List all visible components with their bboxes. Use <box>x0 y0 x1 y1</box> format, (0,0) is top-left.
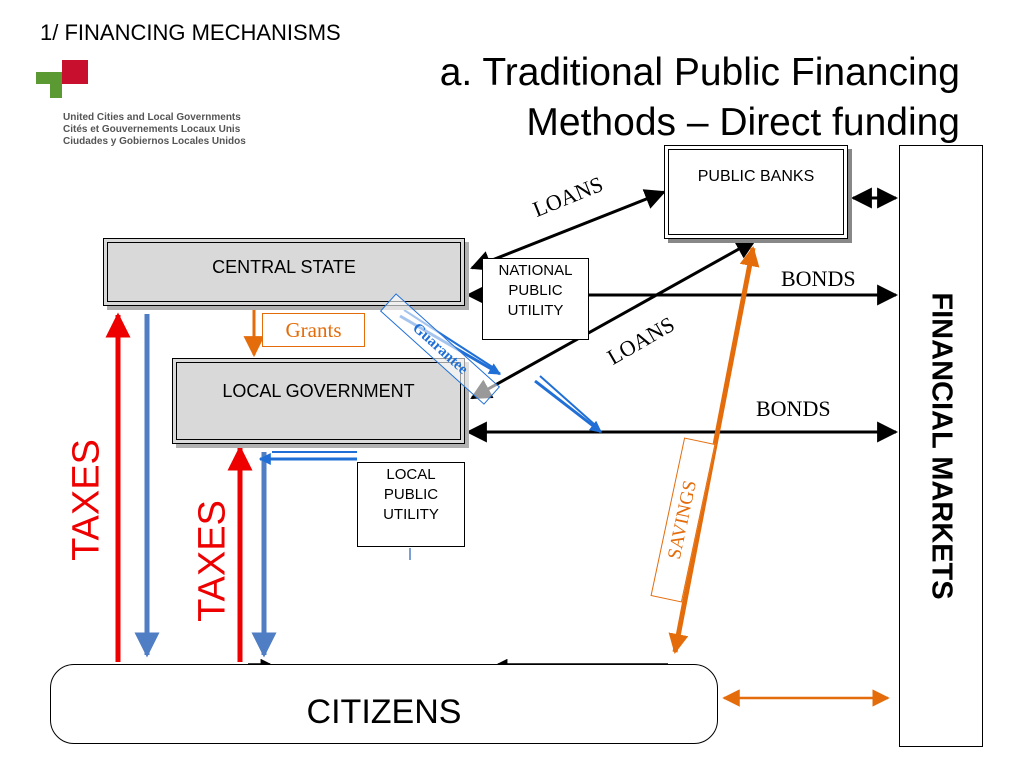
local-government-box: LOCAL GOVERNMENT <box>172 358 465 444</box>
page-title: a. Traditional Public Financing Methods … <box>340 48 960 148</box>
local-utility-line-2: PUBLIC <box>383 486 439 503</box>
financial-markets-box: FINANCIAL MARKETS <box>899 145 983 747</box>
bonds-lower-label: BONDS <box>756 396 831 421</box>
bonds-upper-label: BONDS <box>781 266 856 291</box>
uclg-logo <box>36 60 88 98</box>
taxes-local-label: TAXES <box>191 500 234 622</box>
page-title-line-2: Methods – Direct funding <box>526 101 960 144</box>
org-name: United Cities and Local Governments Cité… <box>63 112 246 148</box>
local-government-label: LOCAL GOVERNMENT <box>222 381 415 401</box>
public-banks-box: PUBLIC BANKS <box>664 145 848 239</box>
national-utility-line-3: UTILITY <box>507 302 564 319</box>
national-public-utility-box: NATIONAL PUBLIC UTILITY <box>482 258 589 340</box>
citizens-box: CITIZENS <box>50 664 718 744</box>
org-name-en: United Cities and Local Governments <box>63 112 241 123</box>
taxes-central-label: TAXES <box>65 439 108 561</box>
org-name-fr: Cités et Gouvernements Locaux Unis <box>63 124 241 135</box>
local-public-utility-box: LOCAL PUBLIC UTILITY <box>357 462 465 547</box>
section-title: 1/ FINANCING MECHANISMS <box>40 20 341 45</box>
citizens-label: CITIZENS <box>306 692 462 731</box>
local-government-inner-border <box>176 362 461 440</box>
grants-label: Grants <box>262 313 365 347</box>
local-utility-line-3: UTILITY <box>383 506 439 523</box>
central-state-label: CENTRAL STATE <box>212 257 356 277</box>
logo-green-stem <box>50 72 62 98</box>
public-banks-inner-border <box>668 149 844 235</box>
org-name-es: Ciudades y Gobiernos Locales Unidos <box>63 136 246 147</box>
local-utility-line-1: LOCAL <box>386 466 436 483</box>
guarantee-arrow-2a <box>539 375 595 425</box>
central-state-box: CENTRAL STATE <box>103 238 465 306</box>
logo-red-square <box>62 60 88 84</box>
page-title-line-1: a. Traditional Public Financing <box>439 51 960 94</box>
guarantee-arrow-2b <box>534 379 602 434</box>
financial-markets-label: FINANCIAL MARKETS <box>925 292 958 600</box>
public-banks-label: PUBLIC BANKS <box>697 168 815 185</box>
national-utility-line-1: NATIONAL <box>498 262 573 279</box>
national-utility-line-2: PUBLIC <box>508 282 563 299</box>
central-state-inner-border <box>107 242 461 302</box>
